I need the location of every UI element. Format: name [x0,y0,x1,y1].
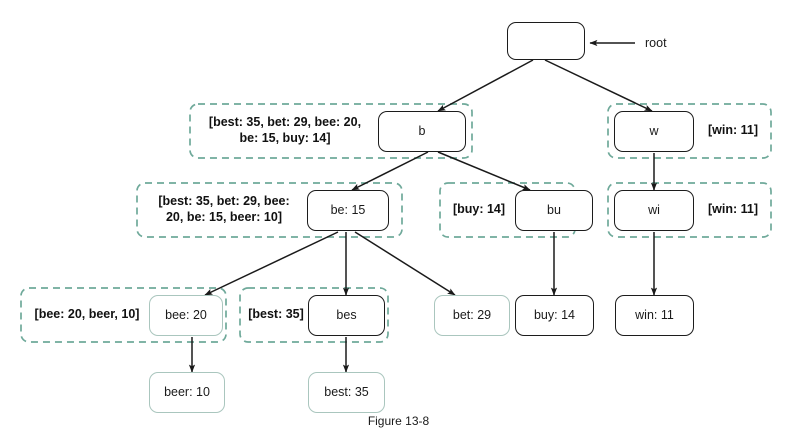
node-b[interactable]: b [378,111,466,152]
node-be[interactable]: be: 15 [307,190,389,231]
group-label-be: [best: 35, bet: 29, bee: 20, be: 15, bee… [158,194,290,224]
node-win-label: win: 11 [635,307,674,322]
node-be-label: be: 15 [330,202,366,217]
edge-be-bet [354,231,456,296]
node-bes[interactable]: bes [308,295,385,336]
node-wi-label: wi [648,202,660,217]
node-best[interactable]: best: 35 [308,372,385,413]
node-b-label: b [418,123,426,138]
edge-be-bee [204,231,339,296]
group-label-bu: [buy: 14] [452,202,506,217]
group-label-w: [win: 11] [707,123,758,138]
node-w[interactable]: w [614,111,694,152]
node-bee[interactable]: bee: 20 [149,295,223,336]
node-bet-label: bet: 29 [452,307,492,322]
node-buy[interactable]: buy: 14 [515,295,594,336]
edge-b-be [351,151,429,191]
node-bu-label: bu [547,202,561,217]
edge-b-bu [437,151,531,191]
node-root[interactable] [507,22,585,60]
node-bes-label: bes [336,307,357,322]
node-bee-label: bee: 20 [165,307,207,322]
node-best-label: best: 35 [324,384,369,399]
node-wi[interactable]: wi [614,190,694,231]
node-win[interactable]: win: 11 [615,295,694,336]
node-w-label: w [649,123,659,138]
node-bu[interactable]: bu [515,190,593,231]
root-pointer-label: root [645,36,667,50]
group-label-wi: [win: 11] [707,202,758,217]
node-bet[interactable]: bet: 29 [434,295,510,336]
edge-root-w [544,59,653,112]
node-buy-label: buy: 14 [533,307,575,322]
group-label-bes: [best: 35] [248,307,304,322]
edge-root-b [437,59,534,112]
group-label-bee: [bee: 20, beer, 10] [34,307,140,322]
node-beer[interactable]: beer: 10 [149,372,225,413]
node-beer-label: beer: 10 [164,384,210,399]
figure-caption: Figure 13-8 [367,414,430,428]
group-label-b: [best: 35, bet: 29, bee: 20, be: 15, buy… [208,115,362,145]
